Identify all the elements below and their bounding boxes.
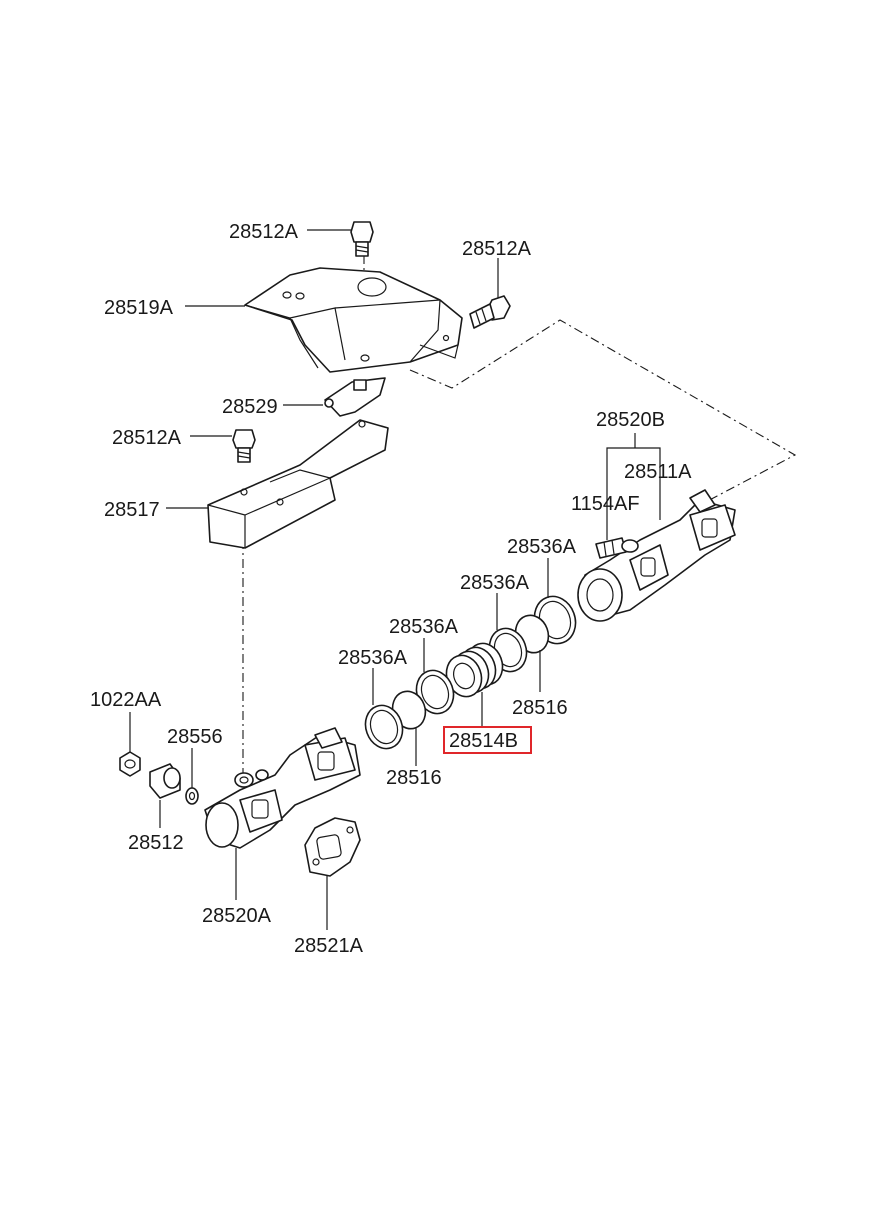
label-bellows[interactable]: 28514B [449,730,518,752]
label-seal-ring-4[interactable]: 28536A [507,536,577,558]
label-bolt-right[interactable]: 28512A [462,238,532,260]
bellows-highlight-box [443,726,532,754]
stud[interactable] [595,537,639,559]
spacer[interactable] [149,763,181,799]
seal-ring-1[interactable] [360,700,409,754]
bolt-mid[interactable] [232,429,256,463]
label-front-manifold-assy[interactable]: 28520A [202,905,272,927]
label-washer[interactable]: 28556 [167,726,223,748]
label-lower-heat-shield[interactable]: 28517 [104,499,160,521]
label-seal-ring-1[interactable]: 28536A [338,647,408,669]
lower-heat-shield[interactable] [207,419,389,549]
label-seal-ring-3[interactable]: 28536A [460,572,530,594]
upper-heat-shield[interactable] [244,267,463,373]
gasket-flange[interactable] [304,817,361,877]
label-gasket-ring-left[interactable]: 28516 [386,767,442,789]
label-rear-manifold-assy[interactable]: 28520B [596,409,665,431]
label-bracket[interactable]: 28529 [222,396,278,418]
label-spacer[interactable]: 28512 [128,832,184,854]
rear-manifold[interactable] [577,489,736,622]
leader-lines [129,229,661,930]
label-gasket-flange[interactable]: 28521A [294,935,364,957]
label-rear-manifold[interactable]: 28511A [624,461,692,483]
front-manifold[interactable] [204,727,361,849]
part-labels: 28512A 28512A 28519A 28529 28512A 28517 … [90,221,692,957]
bolt-right[interactable] [469,295,511,329]
nut[interactable] [119,751,141,777]
label-gasket-ring-right[interactable]: 28516 [512,697,568,719]
label-nut[interactable]: 1022AA [90,689,162,711]
washer[interactable] [185,787,199,805]
label-stud[interactable]: 1154AF [571,493,640,515]
label-seal-ring-2[interactable]: 28536A [389,616,459,638]
label-bolt-top[interactable]: 28512A [229,221,299,243]
label-upper-heat-shield[interactable]: 28519A [104,297,174,319]
bolt-top[interactable] [350,221,374,257]
bracket[interactable] [324,377,386,417]
label-bolt-mid[interactable]: 28512A [112,427,182,449]
